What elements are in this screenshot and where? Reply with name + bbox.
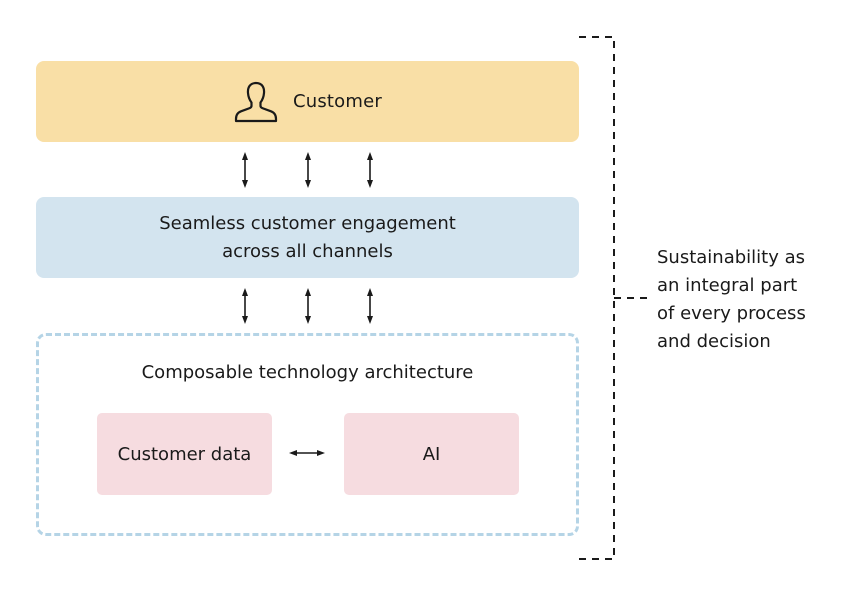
architecture-title: Composable technology architecture <box>141 362 474 383</box>
note-line: an integral part <box>657 275 798 296</box>
customer-box: Customer <box>36 61 579 142</box>
architecture-box: Composable technology architecture Custo… <box>36 333 579 536</box>
customer-label: Customer <box>292 91 383 112</box>
ai-box: AI <box>344 413 519 495</box>
note-line: of every process <box>657 303 806 324</box>
customer-data-box: Customer data <box>97 413 272 495</box>
engagement-label-line: across all channels <box>222 240 393 262</box>
sustainability-bracket <box>579 36 615 560</box>
engagement-label-line: Seamless customer engagement <box>159 212 456 234</box>
sustainability-note: Sustainability as an integral part of ev… <box>657 244 847 356</box>
engagement-box: Seamless customer engagement across all … <box>36 197 579 278</box>
note-line: Sustainability as <box>657 247 806 268</box>
note-line: and decision <box>657 331 771 352</box>
person-outline-icon <box>234 81 278 122</box>
